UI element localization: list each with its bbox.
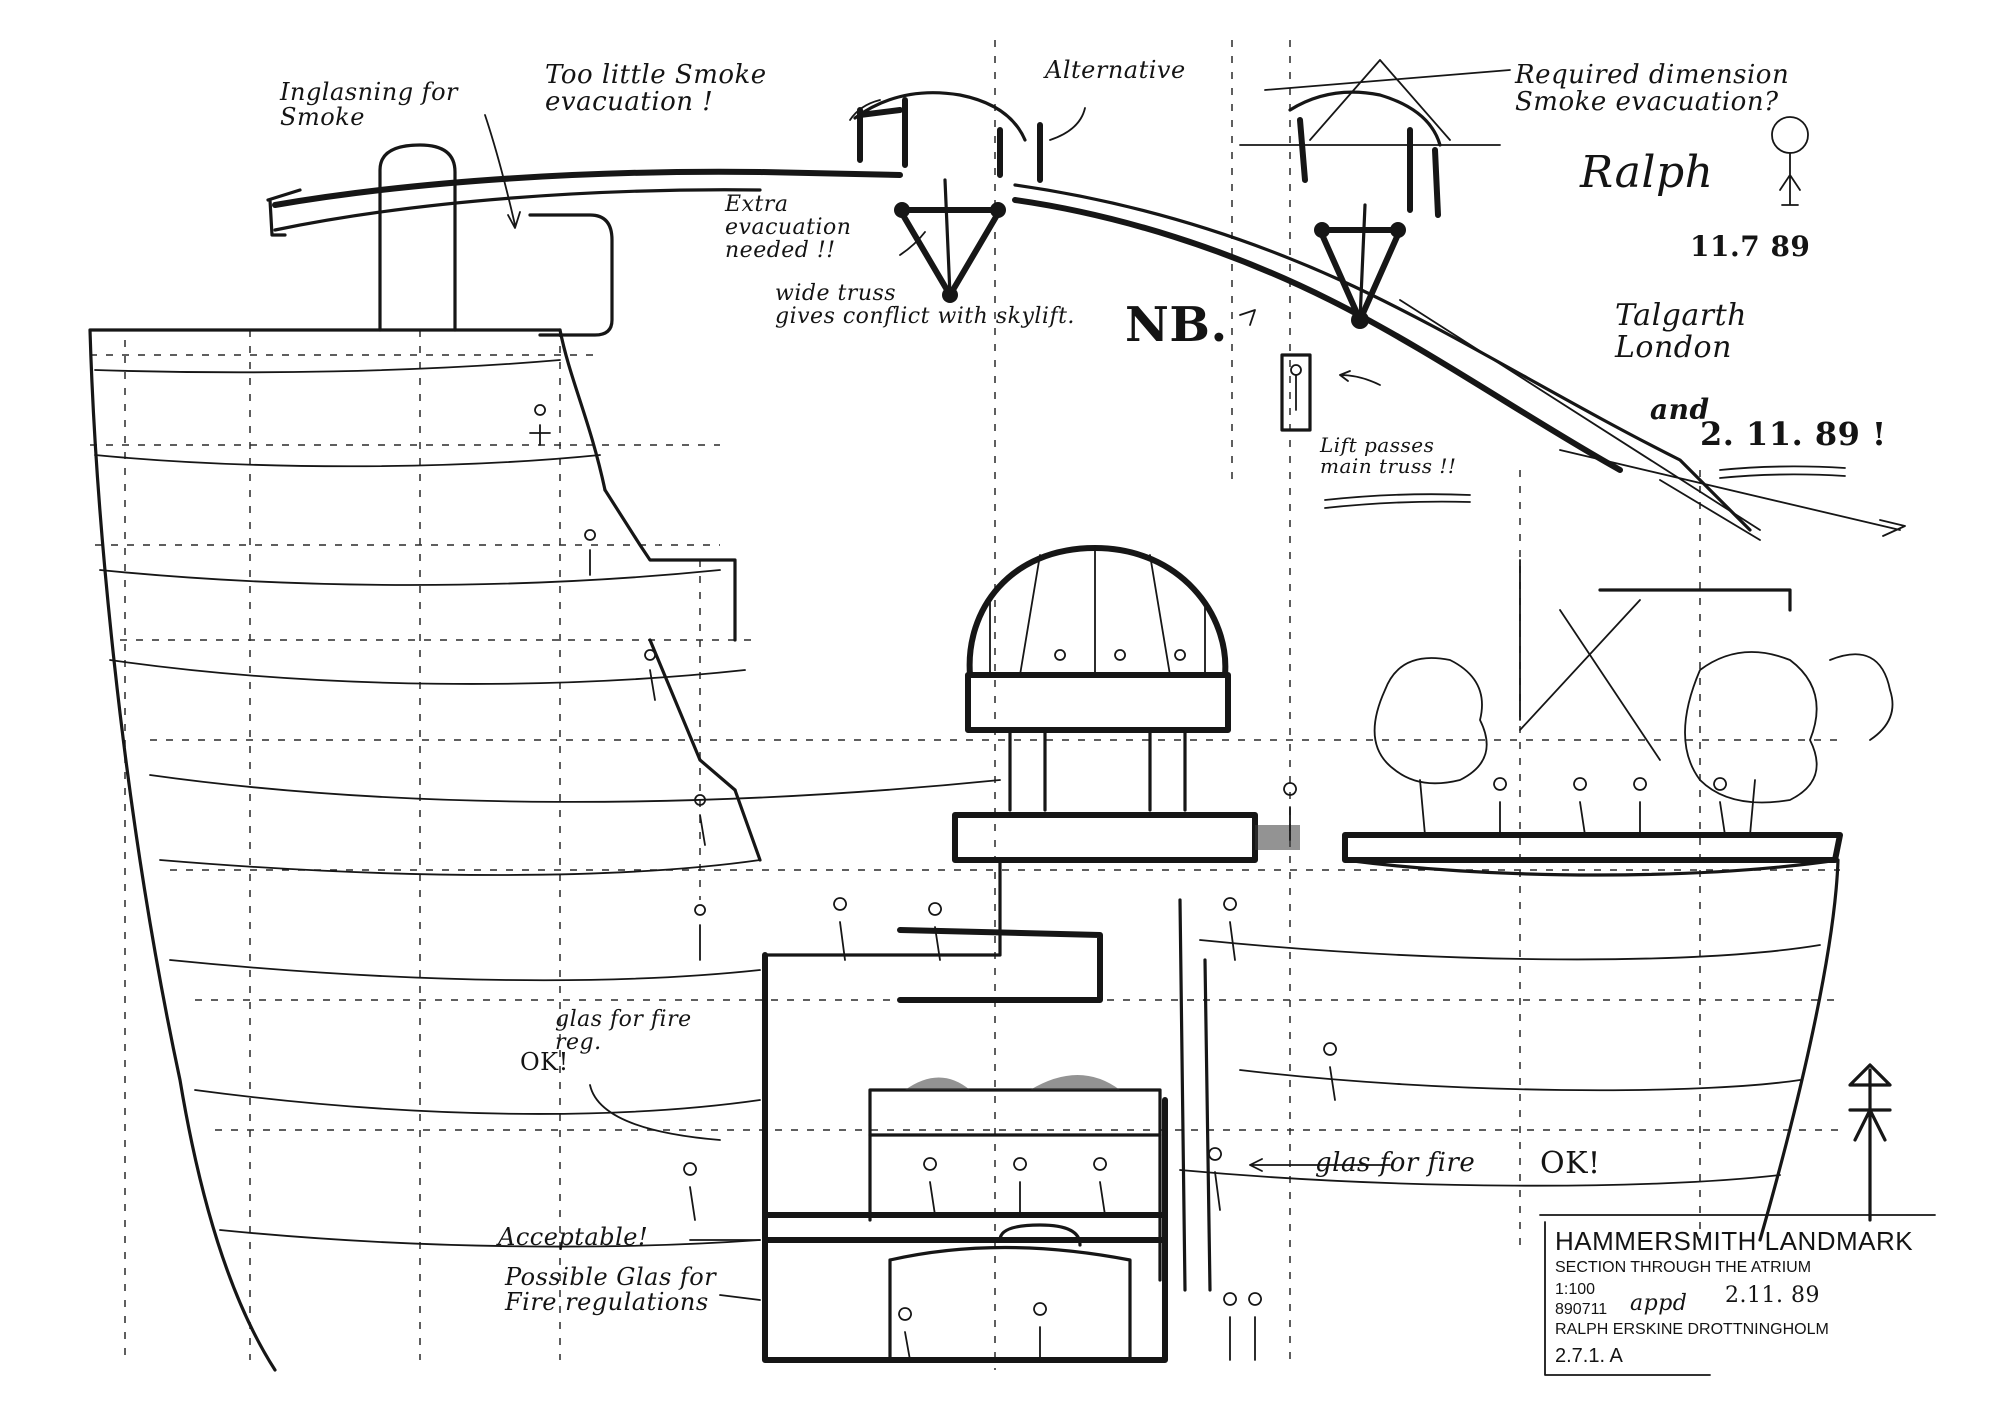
skylight-left	[853, 91, 1043, 303]
ok-left-note: OK!	[520, 1048, 569, 1076]
drawing-number: 890711	[1555, 1301, 1608, 1318]
central-core	[762, 858, 1212, 1363]
glas-fire-reg-note: glas for fire reg.	[555, 1007, 692, 1056]
right-structure	[1179, 559, 1936, 1242]
left-balconies	[88, 328, 1001, 1372]
and-note: and	[1650, 393, 1710, 426]
drawing-scale: 1:100	[1555, 1281, 1596, 1298]
dome-pavilion	[952, 545, 1300, 863]
required-dimension-note: Required dimension Smoke evacuation?	[1515, 60, 1790, 118]
ok-right-note: OK!	[1540, 1146, 1601, 1181]
skylight-right	[1239, 59, 1511, 329]
alternative-note: Alternative	[1045, 56, 1186, 84]
office-name: RALPH ERSKINE DROTTNINGHOLM	[1555, 1321, 1829, 1338]
location-note: Talgarth London	[1615, 298, 1747, 365]
sketch-figure-icon	[1771, 116, 1809, 206]
glas-fire-right-note: glas for fire	[1315, 1148, 1476, 1178]
project-title: HAMMERSMITH LANDMARK	[1555, 1226, 1914, 1256]
signature-date: 11.7 89	[1690, 230, 1811, 263]
revision-date: 2. 11. 89 !	[1700, 415, 1887, 453]
smoke-evacuation-warning: Too little Smoke evacuation !	[545, 60, 767, 118]
leader-lines	[484, 99, 1391, 1301]
emphasis-underlines	[1324, 465, 1846, 509]
title-block-frame	[1544, 1221, 1711, 1376]
possible-glas-note: Possible Glas for Fire regulations	[505, 1263, 717, 1317]
approved-date: 2.11. 89	[1725, 1283, 1820, 1308]
approved-mark: appd	[1630, 1291, 1688, 1316]
nb-note: NB.	[1125, 297, 1228, 353]
drawing-id: 2.7.1. A	[1555, 1345, 1623, 1367]
wide-truss-note: wide truss gives conflict with skylift.	[775, 281, 1075, 330]
smoke-glazing-note: Inglasning for Smoke	[280, 78, 458, 132]
people	[529, 404, 1727, 1361]
signature: Ralph	[1580, 147, 1714, 198]
drawing-section-title: SECTION THROUGH THE ATRIUM	[1555, 1259, 1812, 1276]
acceptable-note: Acceptable!	[498, 1223, 649, 1251]
lift-truss-note: Lift passes main truss !!	[1320, 433, 1457, 478]
lift-car	[1280, 353, 1312, 432]
extra-evacuation-note: Extra evacuation needed !!	[725, 192, 852, 264]
